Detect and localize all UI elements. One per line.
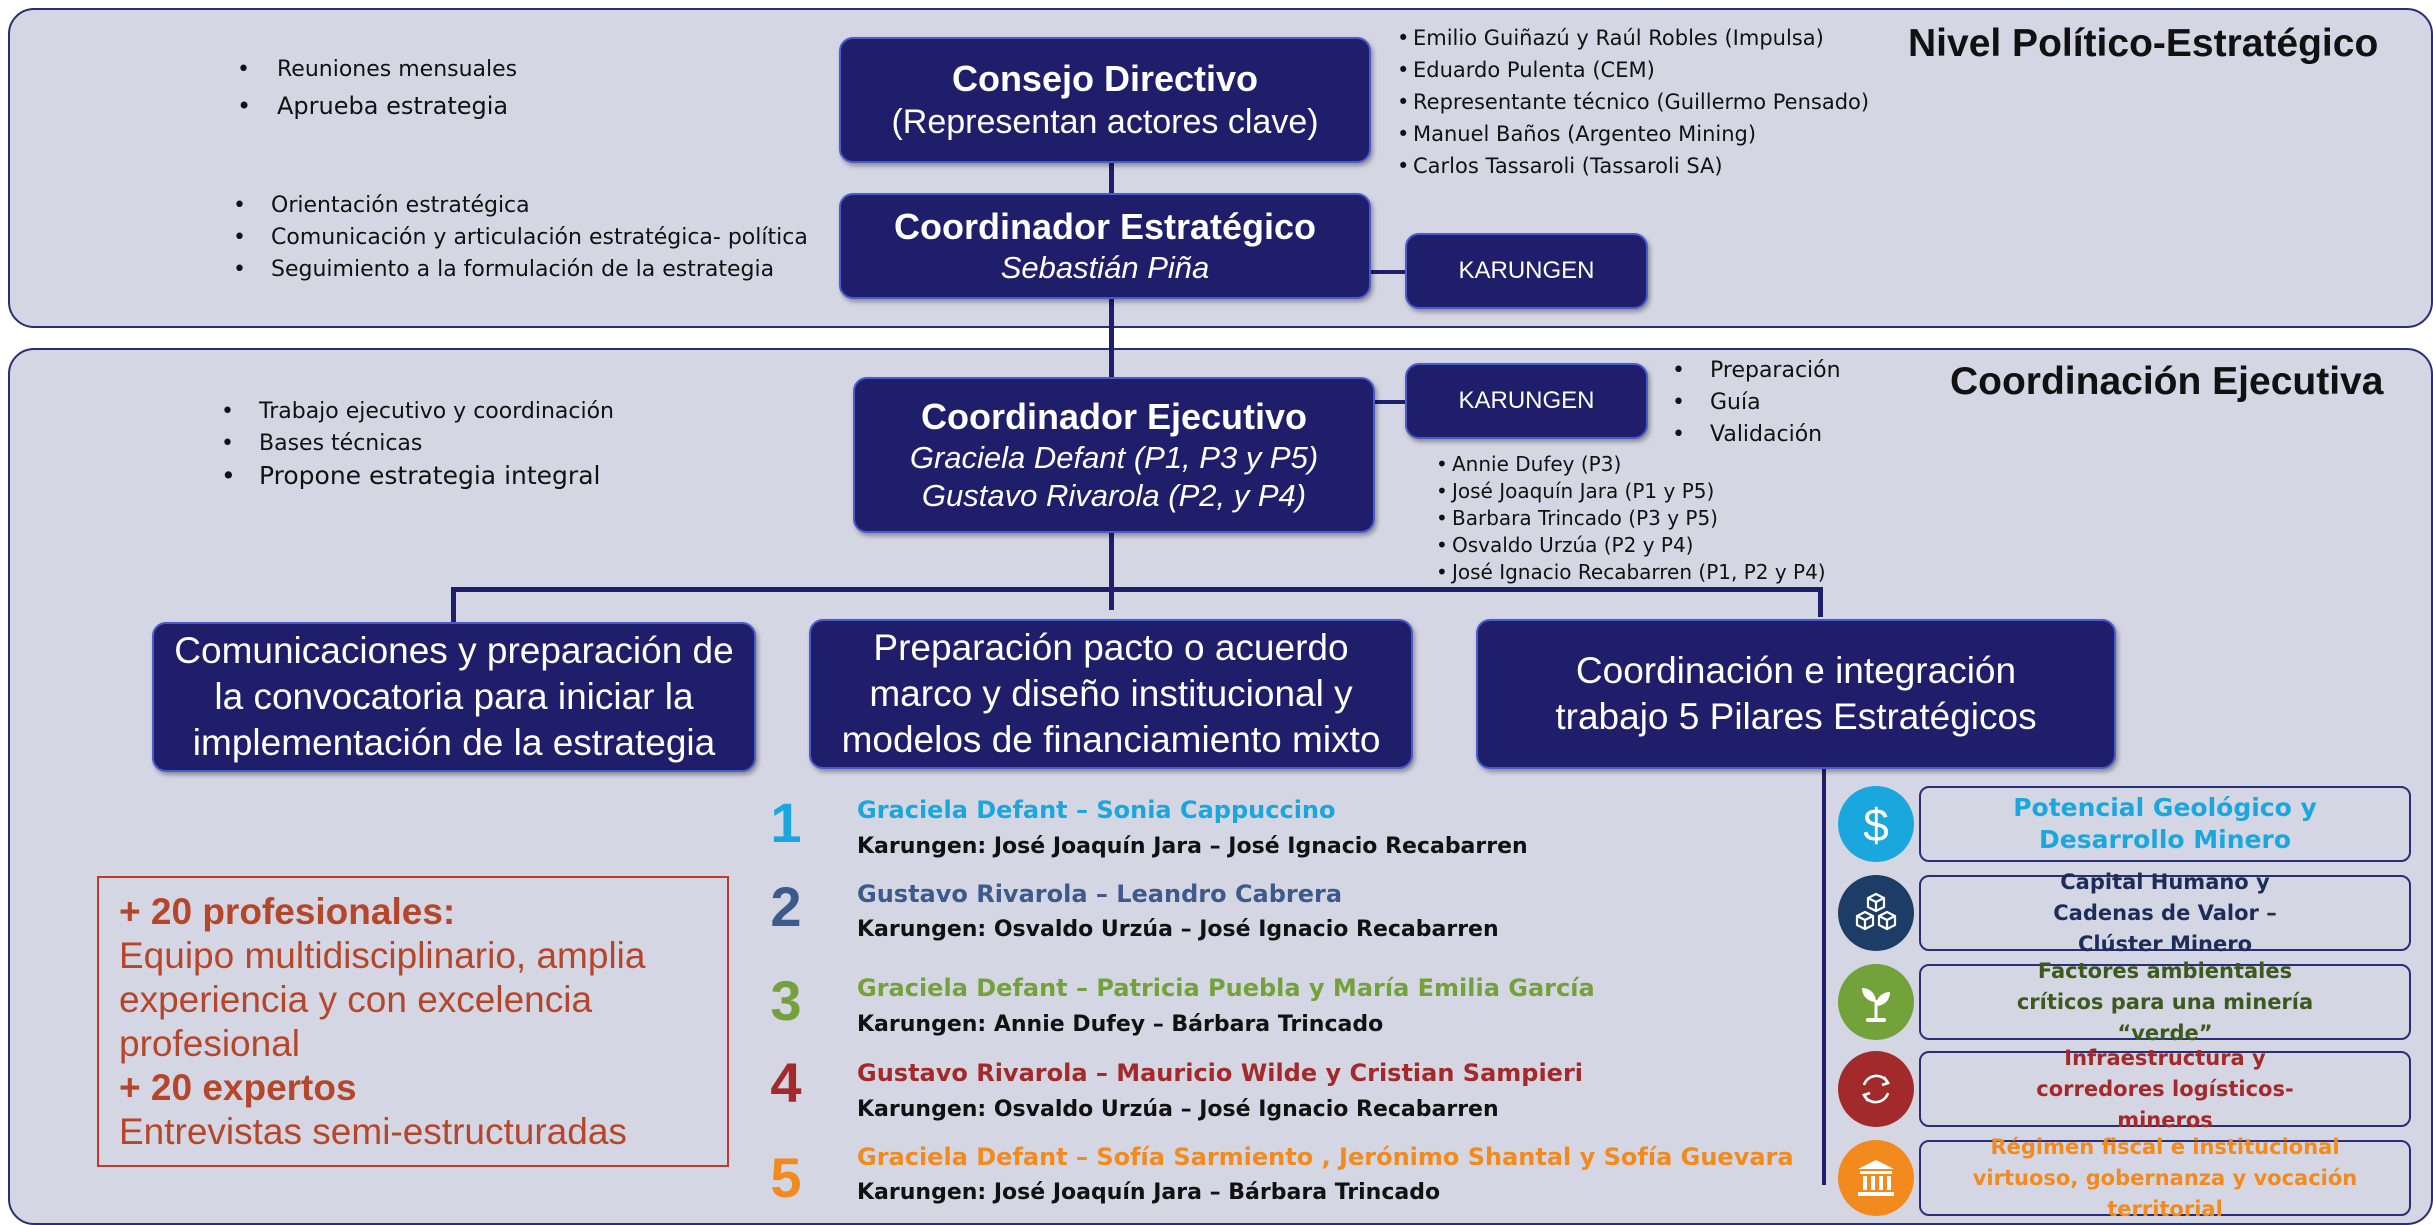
consejo-member: Carlos Tassaroli (Tassaroli SA) (1397, 150, 1869, 182)
team-info-box: + 20 profesionales: Equipo multidiscipli… (97, 876, 729, 1167)
karungen-roles: Preparación Guía Validación (1672, 355, 1841, 451)
consejo-member: Eduardo Pulenta (CEM) (1397, 54, 1869, 86)
consejo-directivo-box[interactable]: Consejo Directivo (Representan actores c… (839, 37, 1371, 163)
pillar-leaders-5: Graciela Defant – Sofía Sarmiento , Jeró… (857, 1143, 1794, 1171)
workstream-coordinacion-text: Coordinación e integración trabajo 5 Pil… (1555, 650, 2037, 737)
workstream-comunicaciones-text: Comunicaciones y preparación de la convo… (174, 630, 734, 763)
pillar-karungen-5: Karungen: José Joaquín Jara – Bárbara Tr… (857, 1180, 1441, 1205)
workstream-pacto-box[interactable]: Preparación pacto o acuerdo marco y dise… (809, 619, 1413, 769)
consejo-subtitle: (Representan actores clave) (891, 103, 1319, 141)
karungen-strategic-box[interactable]: KARUNGEN (1405, 233, 1648, 309)
coord-estrategico-bullet: Comunicación y articulación estratégica-… (233, 222, 808, 254)
connector-right-drop (1818, 587, 1823, 617)
pillar-pill-4: Infraestructura y corredores logísticos-… (1919, 1046, 2411, 1132)
coordinador-estrategico-box[interactable]: Coordinador Estratégico Sebastián Piña (839, 193, 1371, 299)
professionals-heading: + 20 profesionales: (119, 891, 456, 932)
coord-ejecutivo-bullet: Bases técnicas (221, 428, 614, 460)
coord-estrategico-bullets: Orientación estratégica Comunicación y a… (233, 190, 808, 286)
pillar-leaders-4: Gustavo Rivarola – Mauricio Wilde y Cris… (857, 1059, 1584, 1087)
connector-pillars-vertical (1822, 765, 1826, 1185)
workstream-coordinacion-box[interactable]: Coordinación e integración trabajo 5 Pil… (1476, 619, 2116, 769)
karungen-team-member: Osvaldo Urzúa (P2 y P4) (1436, 532, 1826, 559)
pillar-leaders-3: Graciela Defant – Patricia Puebla y Marí… (857, 974, 1595, 1002)
coord-ejecutivo-bullets: Trabajo ejecutivo y coordinación Bases t… (221, 396, 614, 492)
consejo-bullet: Reuniones mensuales (237, 52, 517, 88)
pillar-pill-5: Régimen fiscal e institucional virtuoso,… (1919, 1135, 2411, 1221)
consejo-members: Emilio Guiñazú y Raúl Robles (Impulsa) E… (1397, 22, 1869, 182)
experts-text: Entrevistas semi-estructuradas (119, 1111, 627, 1152)
coord-ejecutivo-bullet: Trabajo ejecutivo y coordinación (221, 396, 614, 428)
coord-ejecutivo-title: Coordinador Ejecutivo (920, 396, 1308, 437)
karungen-role: Preparación (1672, 355, 1841, 387)
dollar-icon: $ (1838, 786, 1914, 862)
connector-exec-karungen (1374, 400, 1408, 404)
pillar-karungen-1: Karungen: José Joaquín Jara – José Ignac… (857, 834, 1528, 859)
pillar-karungen-3: Karungen: Annie Dufey – Bárbara Trincado (857, 1012, 1384, 1037)
workstream-comunicaciones-box[interactable]: Comunicaciones y preparación de la convo… (152, 622, 756, 772)
pillar-number-1: 1 (770, 791, 802, 854)
coord-estrategico-bullet: Orientación estratégica (233, 190, 808, 222)
pillar-leaders-1: Graciela Defant – Sonia Cappuccino (857, 796, 1336, 824)
level-title-political: Nivel Político-Estratégico (1908, 22, 2379, 65)
coord-ejecutivo-name-1: Graciela Defant (P1, P3 y P5) (909, 440, 1319, 475)
level-title-executive: Coordinación Ejecutiva (1950, 360, 2384, 403)
karungen-role: Validación (1672, 419, 1841, 451)
sprout-icon (1838, 964, 1914, 1040)
coord-estrategico-name: Sebastián Piña (1000, 250, 1210, 285)
coord-estrategico-bullet: Seguimiento a la formulación de la estra… (233, 254, 808, 286)
institution-icon (1838, 1140, 1914, 1216)
karungen-team-member: Annie Dufey (P3) (1436, 451, 1826, 478)
karungen-team-member: José Ignacio Recabarren (P1, P2 y P4) (1436, 559, 1826, 586)
consejo-bullet: Aprueba estrategia (237, 88, 517, 124)
svg-text:$: $ (1863, 799, 1889, 851)
pillar-pill-2: Capital Humano y Cadenas de Valor – Clús… (1919, 870, 2411, 956)
pillar-number-4: 4 (770, 1051, 802, 1114)
pillar-pill-1: Potencial Geológico y Desarrollo Minero (1919, 786, 2411, 862)
pillar-number-2: 2 (770, 875, 802, 938)
pillar-number-3: 3 (770, 969, 802, 1032)
connector-strategic-karungen (1368, 270, 1408, 274)
consejo-bullets: Reuniones mensuales Aprueba estrategia (237, 52, 517, 124)
coord-ejecutivo-name-2: Gustavo Rivarola (P2, y P4) (921, 478, 1307, 513)
connector-left-drop (451, 587, 456, 625)
connector-horizontal (451, 587, 1823, 592)
pillar-karungen-2: Karungen: Osvaldo Urzúa – José Ignacio R… (857, 917, 1499, 942)
cycle-icon (1838, 1051, 1914, 1127)
coord-estrategico-title: Coordinador Estratégico (893, 206, 1317, 247)
pillar-karungen-4: Karungen: Osvaldo Urzúa – José Ignacio R… (857, 1097, 1499, 1122)
consejo-member: Manuel Baños (Argenteo Mining) (1397, 118, 1869, 150)
pillar-pill-3: Factores ambientales críticos para una m… (1919, 959, 2411, 1045)
cubes-icon (1838, 875, 1914, 951)
coord-ejecutivo-bullet: Propone estrategia integral (221, 460, 614, 492)
karungen-team: Annie Dufey (P3) José Joaquín Jara (P1 y… (1436, 451, 1826, 586)
karungen-executive-box[interactable]: KARUNGEN (1405, 363, 1648, 439)
karungen-team-member: Barbara Trincado (P3 y P5) (1436, 505, 1826, 532)
professionals-text: Equipo multidisciplinario, amplia experi… (119, 935, 646, 1064)
experts-heading: + 20 expertos (119, 1067, 357, 1108)
consejo-member: Emilio Guiñazú y Raúl Robles (Impulsa) (1397, 22, 1869, 54)
coordinador-ejecutivo-box[interactable]: Coordinador Ejecutivo Graciela Defant (P… (853, 377, 1375, 533)
pillar-leaders-2: Gustavo Rivarola – Leandro Cabrera (857, 880, 1343, 908)
pillar-number-5: 5 (770, 1146, 802, 1209)
karungen-team-member: José Joaquín Jara (P1 y P5) (1436, 478, 1826, 505)
consejo-member: Representante técnico (Guillermo Pensado… (1397, 86, 1869, 118)
karungen-role: Guía (1672, 387, 1841, 419)
workstream-pacto-text: Preparación pacto o acuerdo marco y dise… (841, 627, 1381, 760)
consejo-title: Consejo Directivo (951, 58, 1259, 99)
